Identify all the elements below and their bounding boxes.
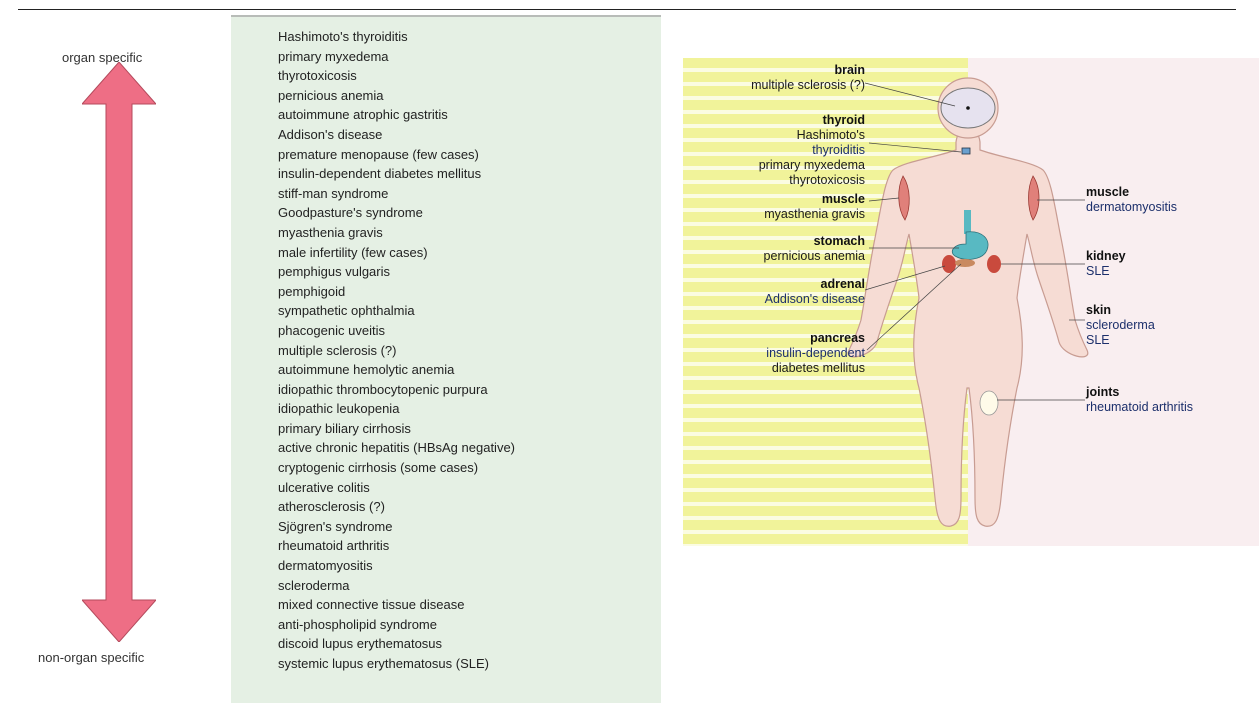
stomach-annotation: stomach pernicious anemia <box>683 234 865 264</box>
organ-name: muscle <box>683 192 865 207</box>
pancreas-shape <box>955 259 975 267</box>
disease-list-item: idiopathic leukopenia <box>278 399 661 419</box>
disease-name: Addison's disease <box>683 292 865 307</box>
disease-list-item: Sjögren's syndrome <box>278 517 661 537</box>
disease-list-item: anti-phospholipid syndrome <box>278 615 661 635</box>
disease-list-item: cryptogenic cirrhosis (some cases) <box>278 458 661 478</box>
organ-name: thyroid <box>683 113 865 128</box>
organ-name: adrenal <box>683 277 865 292</box>
disease-list-item: primary biliary cirrhosis <box>278 419 661 439</box>
disease-list-item: discoid lupus erythematosus <box>278 634 661 654</box>
disease-list-item: active chronic hepatitis (HBsAg negative… <box>278 438 661 458</box>
disease-list-item: Addison's disease <box>278 125 661 145</box>
kidney-annotation: kidney SLE <box>1086 249 1126 279</box>
skin-annotation: skin scleroderma SLE <box>1086 303 1155 348</box>
disease-list-item: rheumatoid arthritis <box>278 536 661 556</box>
disease-list-item: premature menopause (few cases) <box>278 145 661 165</box>
thyroid-annotation: thyroid Hashimoto's thyroiditis primary … <box>683 113 865 188</box>
disease-list-item: scleroderma <box>278 576 661 596</box>
disease-name: insulin-dependent <box>683 346 865 361</box>
disease-name: primary myxedema <box>683 158 865 173</box>
disease-list-item: sympathetic ophthalmia <box>278 301 661 321</box>
brain-annotation: brain multiple sclerosis (?) <box>683 63 865 93</box>
disease-list-item: myasthenia gravis <box>278 223 661 243</box>
disease-list-item: primary myxedema <box>278 47 661 67</box>
knee-joint-shape <box>980 391 998 415</box>
disease-list-item: Goodpasture's syndrome <box>278 203 661 223</box>
disease-list-item: autoimmune hemolytic anemia <box>278 360 661 380</box>
body-silhouette <box>848 128 1088 526</box>
specificity-spectrum: organ specific non-organ specific <box>0 0 232 702</box>
disease-list-item: male infertility (few cases) <box>278 243 661 263</box>
disease-list-item: dermatomyositis <box>278 556 661 576</box>
disease-list-item: stiff-man syndrome <box>278 184 661 204</box>
disease-name: pernicious anemia <box>683 249 865 264</box>
joints-annotation: joints rheumatoid arthritis <box>1086 385 1193 415</box>
muscle-left-annotation: muscle myasthenia gravis <box>683 192 865 222</box>
body-organ-diagram: brain multiple sclerosis (?) thyroid Has… <box>683 58 1259 546</box>
disease-name: diabetes mellitus <box>683 361 865 376</box>
disease-list-item: pemphigus vulgaris <box>278 262 661 282</box>
organ-name: brain <box>683 63 865 78</box>
organ-name: muscle <box>1086 185 1177 200</box>
disease-list-item: pemphigoid <box>278 282 661 302</box>
disease-name: Hashimoto's <box>683 128 865 143</box>
disease-list-item: idiopathic thrombocytopenic purpura <box>278 380 661 400</box>
disease-list-item: ulcerative colitis <box>278 478 661 498</box>
disease-list-item: systemic lupus erythematosus (SLE) <box>278 654 661 674</box>
disease-list-item: insulin-dependent diabetes mellitus <box>278 164 661 184</box>
disease-name: thyrotoxicosis <box>683 173 865 188</box>
double-headed-arrow <box>82 62 156 642</box>
disease-list-item: Hashimoto's thyroiditis <box>278 27 661 47</box>
kidney-right-shape <box>987 255 1001 273</box>
disease-list-item: pernicious anemia <box>278 86 661 106</box>
organ-name: skin <box>1086 303 1155 318</box>
adrenal-annotation: adrenal Addison's disease <box>683 277 865 307</box>
organ-name: stomach <box>683 234 865 249</box>
organ-name: kidney <box>1086 249 1126 264</box>
disease-name: SLE <box>1086 333 1155 348</box>
thyroid-shape <box>962 148 970 154</box>
muscle-right-annotation: muscle dermatomyositis <box>1086 185 1177 215</box>
organ-name: joints <box>1086 385 1193 400</box>
disease-list-item: phacogenic uveitis <box>278 321 661 341</box>
disease-list-item: mixed connective tissue disease <box>278 595 661 615</box>
disease-list-item: thyrotoxicosis <box>278 66 661 86</box>
disease-name: thyroiditis <box>683 143 865 158</box>
disease-name: multiple sclerosis (?) <box>683 78 865 93</box>
disease-name: myasthenia gravis <box>683 207 865 222</box>
organ-name: pancreas <box>683 331 865 346</box>
disease-name: dermatomyositis <box>1086 200 1177 215</box>
disease-list-item: multiple sclerosis (?) <box>278 341 661 361</box>
disease-name: rheumatoid arthritis <box>1086 400 1193 415</box>
disease-list-item: atherosclerosis (?) <box>278 497 661 517</box>
disease-name: scleroderma <box>1086 318 1155 333</box>
pancreas-annotation: pancreas insulin-dependent diabetes mell… <box>683 331 865 376</box>
disease-list-item: autoimmune atrophic gastritis <box>278 105 661 125</box>
non-organ-specific-label: non-organ specific <box>38 650 144 665</box>
disease-name: SLE <box>1086 264 1126 279</box>
